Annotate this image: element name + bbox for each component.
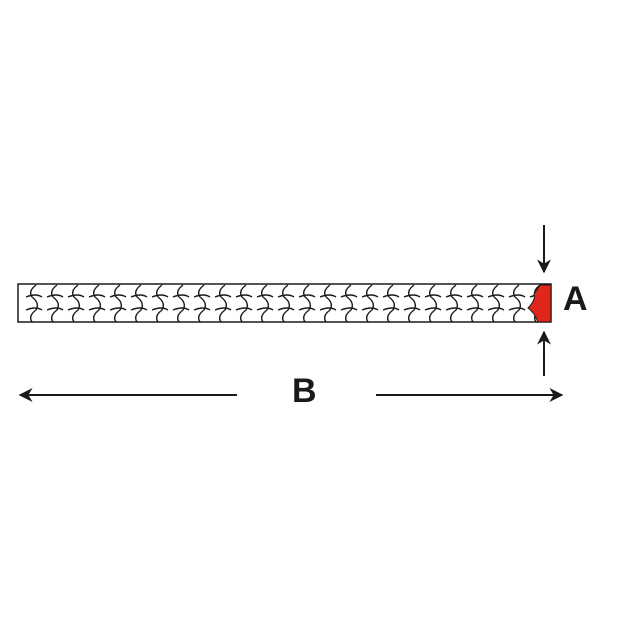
- braid-strand: [46, 284, 64, 323]
- rope-braid-pattern: [25, 284, 547, 323]
- braid-strand: [88, 284, 106, 323]
- braid-strand: [403, 284, 421, 323]
- rope-cut-end: [527, 284, 552, 323]
- braid-strand: [340, 284, 358, 323]
- braid-strand: [193, 284, 211, 323]
- braid-strand: [130, 284, 148, 323]
- braid-strand: [382, 284, 400, 323]
- braid-strand: [256, 284, 274, 323]
- braid-strand: [235, 284, 253, 323]
- braid-strand: [151, 284, 169, 323]
- braid-strand: [319, 284, 337, 323]
- braid-strand: [172, 284, 190, 323]
- rope-outline: [17, 283, 552, 323]
- label-a: A: [563, 280, 588, 318]
- braid-strand: [67, 284, 85, 323]
- rope: [17, 283, 552, 323]
- braid-strand: [298, 284, 316, 323]
- braid-strand: [277, 284, 295, 323]
- braid-strand: [466, 284, 484, 323]
- braid-strand: [424, 284, 442, 323]
- braid-strand: [508, 284, 526, 323]
- braid-strand: [214, 284, 232, 323]
- braid-strand: [445, 284, 463, 323]
- label-b: B: [292, 372, 317, 410]
- braid-strand: [109, 284, 127, 323]
- braid-strand: [361, 284, 379, 323]
- braid-strand: [487, 284, 505, 323]
- braid-strand: [25, 284, 43, 323]
